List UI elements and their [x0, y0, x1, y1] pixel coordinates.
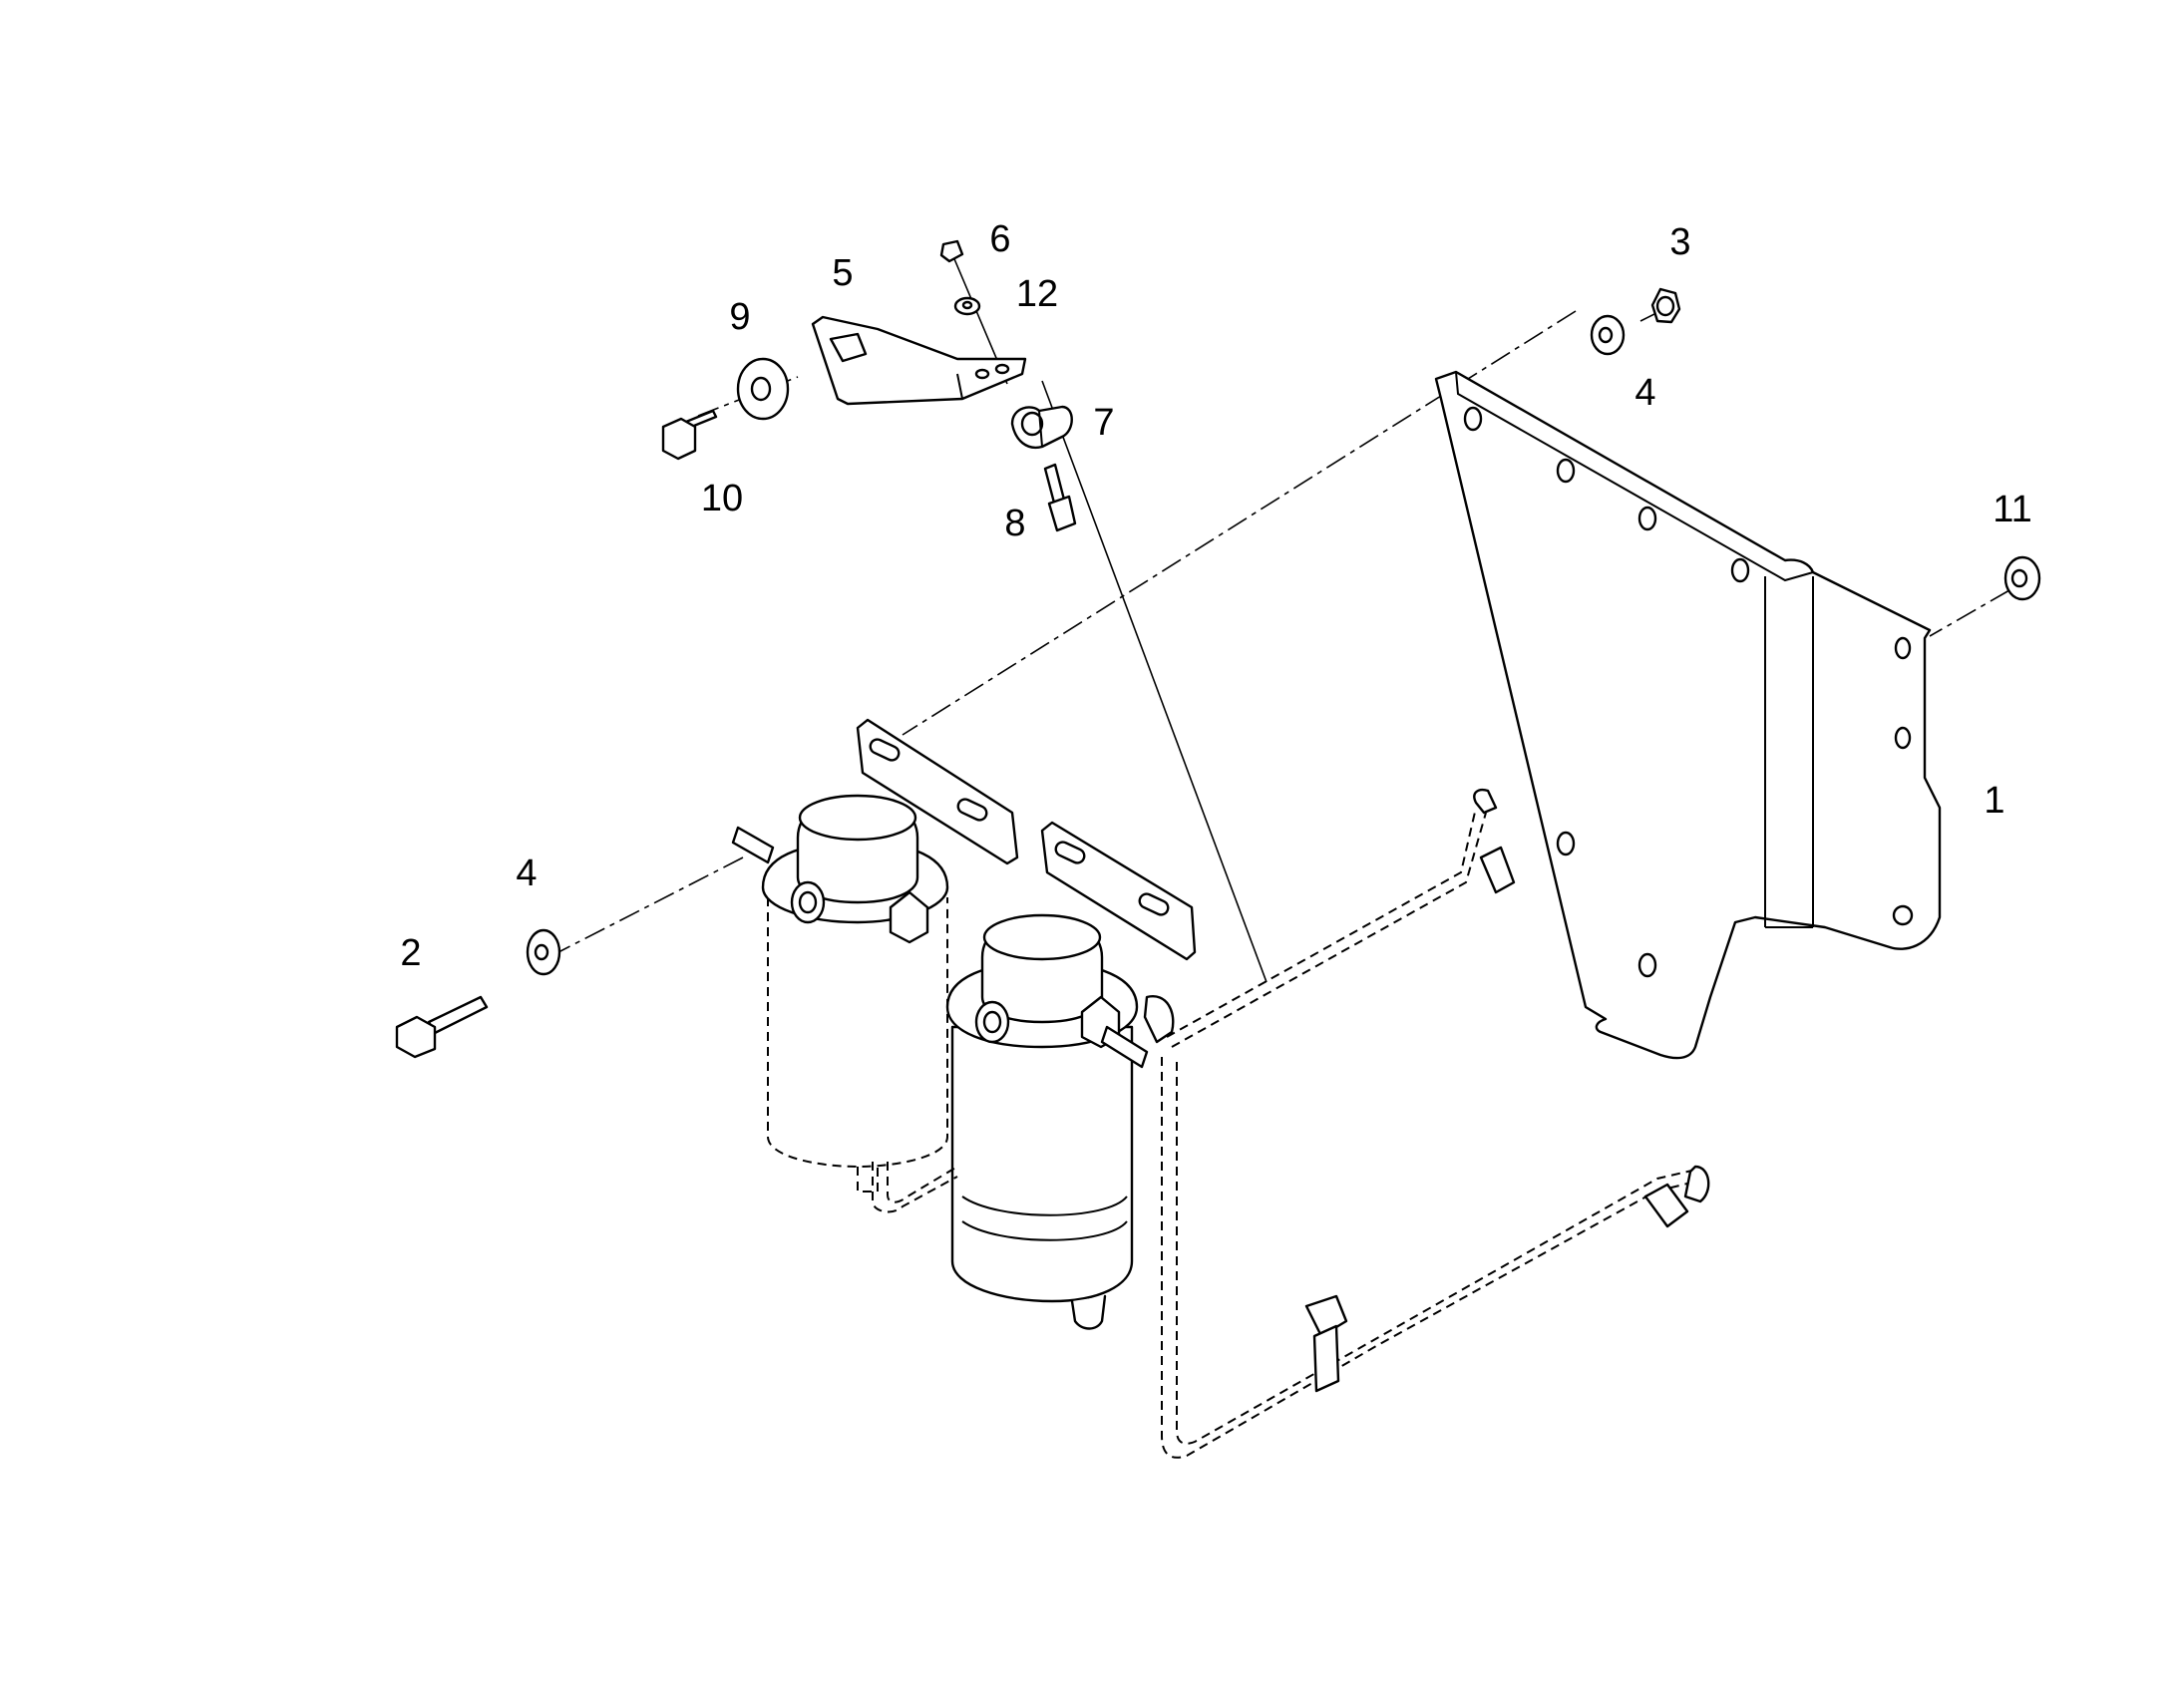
nut-6 — [939, 239, 964, 263]
callouts: 1 2 3 4 4 5 6 7 8 9 10 11 12 — [400, 218, 2031, 974]
mounting-holes — [1463, 406, 1914, 978]
screw-8 — [1043, 463, 1077, 532]
callout-12: 12 — [1016, 273, 1058, 315]
port-fittings — [731, 826, 929, 944]
callout-6: 6 — [989, 218, 1010, 260]
callout-4-lower: 4 — [516, 853, 537, 894]
bracket — [811, 315, 1027, 406]
washer-9 — [736, 357, 790, 421]
bolt-10 — [661, 409, 718, 461]
callout-5: 5 — [832, 252, 853, 294]
nut-upper — [1650, 287, 1681, 324]
callout-8: 8 — [1004, 503, 1025, 544]
fuel-lines — [872, 789, 1710, 1459]
bolt-2 — [395, 995, 489, 1059]
fuel-filter-rear — [731, 794, 949, 1193]
port-fittings-front — [974, 995, 1175, 1069]
callout-7: 7 — [1093, 402, 1114, 444]
callout-3: 3 — [1669, 221, 1690, 263]
fuel-filter-front — [945, 913, 1175, 1330]
washer-upper — [1590, 314, 1626, 356]
callout-1: 1 — [1984, 780, 2004, 822]
callout-11: 11 — [1993, 489, 2031, 530]
callout-4-upper: 4 — [1635, 372, 1655, 414]
filter-head-front — [1040, 821, 1197, 961]
callout-9: 9 — [729, 296, 750, 338]
filter-head-rear — [856, 718, 1019, 865]
clamp-7 — [1010, 405, 1073, 450]
callout-10: 10 — [701, 478, 743, 519]
washer-11 — [2003, 555, 2041, 601]
callout-2: 2 — [400, 932, 421, 974]
mounting-plate — [1434, 370, 1942, 1060]
washer-12 — [953, 296, 981, 316]
washer-lower — [526, 928, 561, 976]
